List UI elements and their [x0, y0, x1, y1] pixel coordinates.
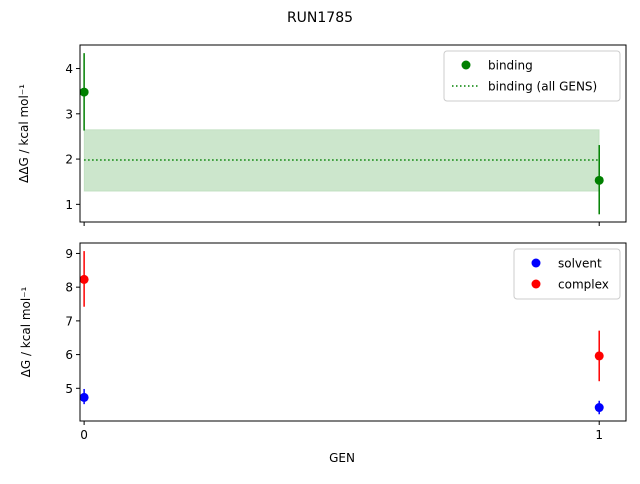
- legend: [513, 248, 621, 300]
- chart-title: RUN1785: [287, 10, 353, 26]
- data-point: [79, 274, 89, 284]
- y-tick-label: 1: [65, 198, 73, 212]
- bottom-axes: 5 6 7 8 9 0 1 ΔG / kcal mol⁻¹ solvent complex: [19, 242, 627, 442]
- legend-label: binding: [488, 59, 533, 73]
- y-tick-label: 3: [65, 107, 73, 121]
- y-tick-label: 9: [65, 247, 73, 261]
- legend-marker: [461, 60, 471, 70]
- y-tick-label: 2: [65, 153, 73, 167]
- data-point: [594, 403, 604, 413]
- legend-label: solvent: [558, 257, 602, 271]
- legend: [443, 50, 621, 102]
- y-tick-label: 8: [65, 281, 73, 295]
- y-tick-label: 5: [65, 382, 73, 396]
- legend-label: complex: [558, 278, 609, 292]
- y-tick-label: 4: [65, 62, 73, 76]
- axes-frame: [79, 44, 627, 223]
- data-point: [79, 392, 89, 402]
- axes-frame: [79, 242, 627, 422]
- data-point: [79, 87, 89, 97]
- legend-label: binding (all GENS): [488, 80, 597, 94]
- data-point: [594, 175, 604, 185]
- y-axis-label: ΔΔG / kcal mol⁻¹: [17, 84, 31, 183]
- y-axis-label: ΔG / kcal mol⁻¹: [19, 286, 33, 377]
- x-tick-label: 1: [595, 428, 603, 442]
- data-point: [594, 351, 604, 361]
- y-tick-label: 6: [65, 348, 73, 362]
- legend-marker: [531, 258, 541, 268]
- x-tick-label: 0: [80, 428, 88, 442]
- y-tick-label: 7: [65, 314, 73, 328]
- x-axis-label: GEN: [329, 451, 355, 465]
- legend-marker: [531, 279, 541, 289]
